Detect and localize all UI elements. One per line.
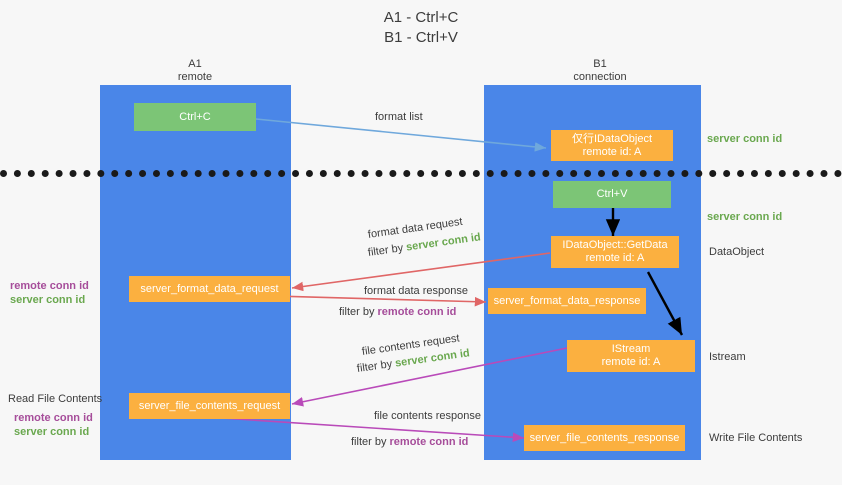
column-a1-sub: remote xyxy=(177,71,213,83)
filter-prefix: filter by xyxy=(351,436,387,448)
box-server-file-contents-response[interactable]: server_file_contents_response xyxy=(524,425,685,451)
box-server-file-contents-request-label: server_file_contents_request xyxy=(138,399,281,412)
box-ctrl-c[interactable]: Ctrl+C xyxy=(134,103,256,131)
box-server-format-data-request[interactable]: server_format_data_request xyxy=(129,276,290,302)
box-istream[interactable]: IStream remote id: A xyxy=(567,340,695,372)
label-dataobject: DataObject xyxy=(709,246,765,258)
edge-label-file-contents-response: file contents response xyxy=(374,410,482,422)
column-b1-name: B1 xyxy=(593,58,607,70)
box-server-format-data-request-label: server_format_data_request xyxy=(140,282,279,295)
column-a1-name: A1 xyxy=(188,58,202,70)
box-ctrl-v[interactable]: Ctrl+V xyxy=(553,181,671,208)
edge-label-file-contents-response-filter: filter by remote conn id xyxy=(351,435,468,449)
filter-prefix: filter by xyxy=(356,358,393,375)
filter-value: remote conn id xyxy=(377,306,457,318)
label-istream: Istream xyxy=(709,351,746,363)
box-istream-line1: IStream xyxy=(611,343,651,355)
box-getdata[interactable]: IDataObject::GetData remote id: A xyxy=(551,236,679,268)
page-title: A1 - Ctrl+C B1 - Ctrl+V xyxy=(0,8,842,48)
label-server-conn-id-top: server conn id xyxy=(707,133,783,145)
column-b1-sub: connection xyxy=(573,71,627,83)
box-getdata-line2: remote id: A xyxy=(585,252,645,264)
box-istream-line2: remote id: A xyxy=(601,356,661,368)
box-idataobject-line2: remote id: A xyxy=(582,145,642,158)
label-server-conn-id-mid: server conn id xyxy=(707,211,783,223)
phase-divider xyxy=(0,170,842,177)
label-server-conn-id-2: server conn id xyxy=(14,426,90,438)
edge-label-format-list: format list xyxy=(375,111,423,123)
edge-label-format-data-response-filter: filter by remote conn id xyxy=(339,305,456,319)
box-idataobject[interactable]: 仅行IDataObject remote id: A xyxy=(551,130,673,161)
column-header-a1: A1 remote xyxy=(130,58,260,84)
label-read-file-contents: Read File Contents xyxy=(8,393,103,405)
column-header-b1: B1 connection xyxy=(535,58,665,84)
box-server-format-data-response-label: server_format_data_response xyxy=(493,294,641,307)
filter-prefix: filter by xyxy=(367,242,404,259)
label-remote-conn-id-2: remote conn id xyxy=(14,412,93,424)
box-server-format-data-response[interactable]: server_format_data_response xyxy=(488,288,646,314)
label-remote-conn-id-1: remote conn id xyxy=(10,280,89,292)
filter-prefix: filter by xyxy=(339,306,375,318)
label-write-file-contents: Write File Contents xyxy=(709,432,803,444)
box-ctrl-c-label: Ctrl+C xyxy=(179,110,211,123)
box-server-file-contents-response-label: server_file_contents_response xyxy=(529,431,680,444)
edge-label-format-data-response: format data response xyxy=(364,285,468,297)
box-idataobject-line1: 仅行IDataObject xyxy=(571,132,653,145)
box-server-file-contents-request[interactable]: server_file_contents_request xyxy=(129,393,290,419)
title-line-2: B1 - Ctrl+V xyxy=(384,29,458,46)
box-getdata-line1: IDataObject::GetData xyxy=(562,239,668,251)
title-line-1: A1 - Ctrl+C xyxy=(383,9,459,26)
label-server-conn-id-1: server conn id xyxy=(10,294,86,306)
filter-value: remote conn id xyxy=(389,436,469,448)
box-ctrl-v-label: Ctrl+V xyxy=(596,188,628,200)
